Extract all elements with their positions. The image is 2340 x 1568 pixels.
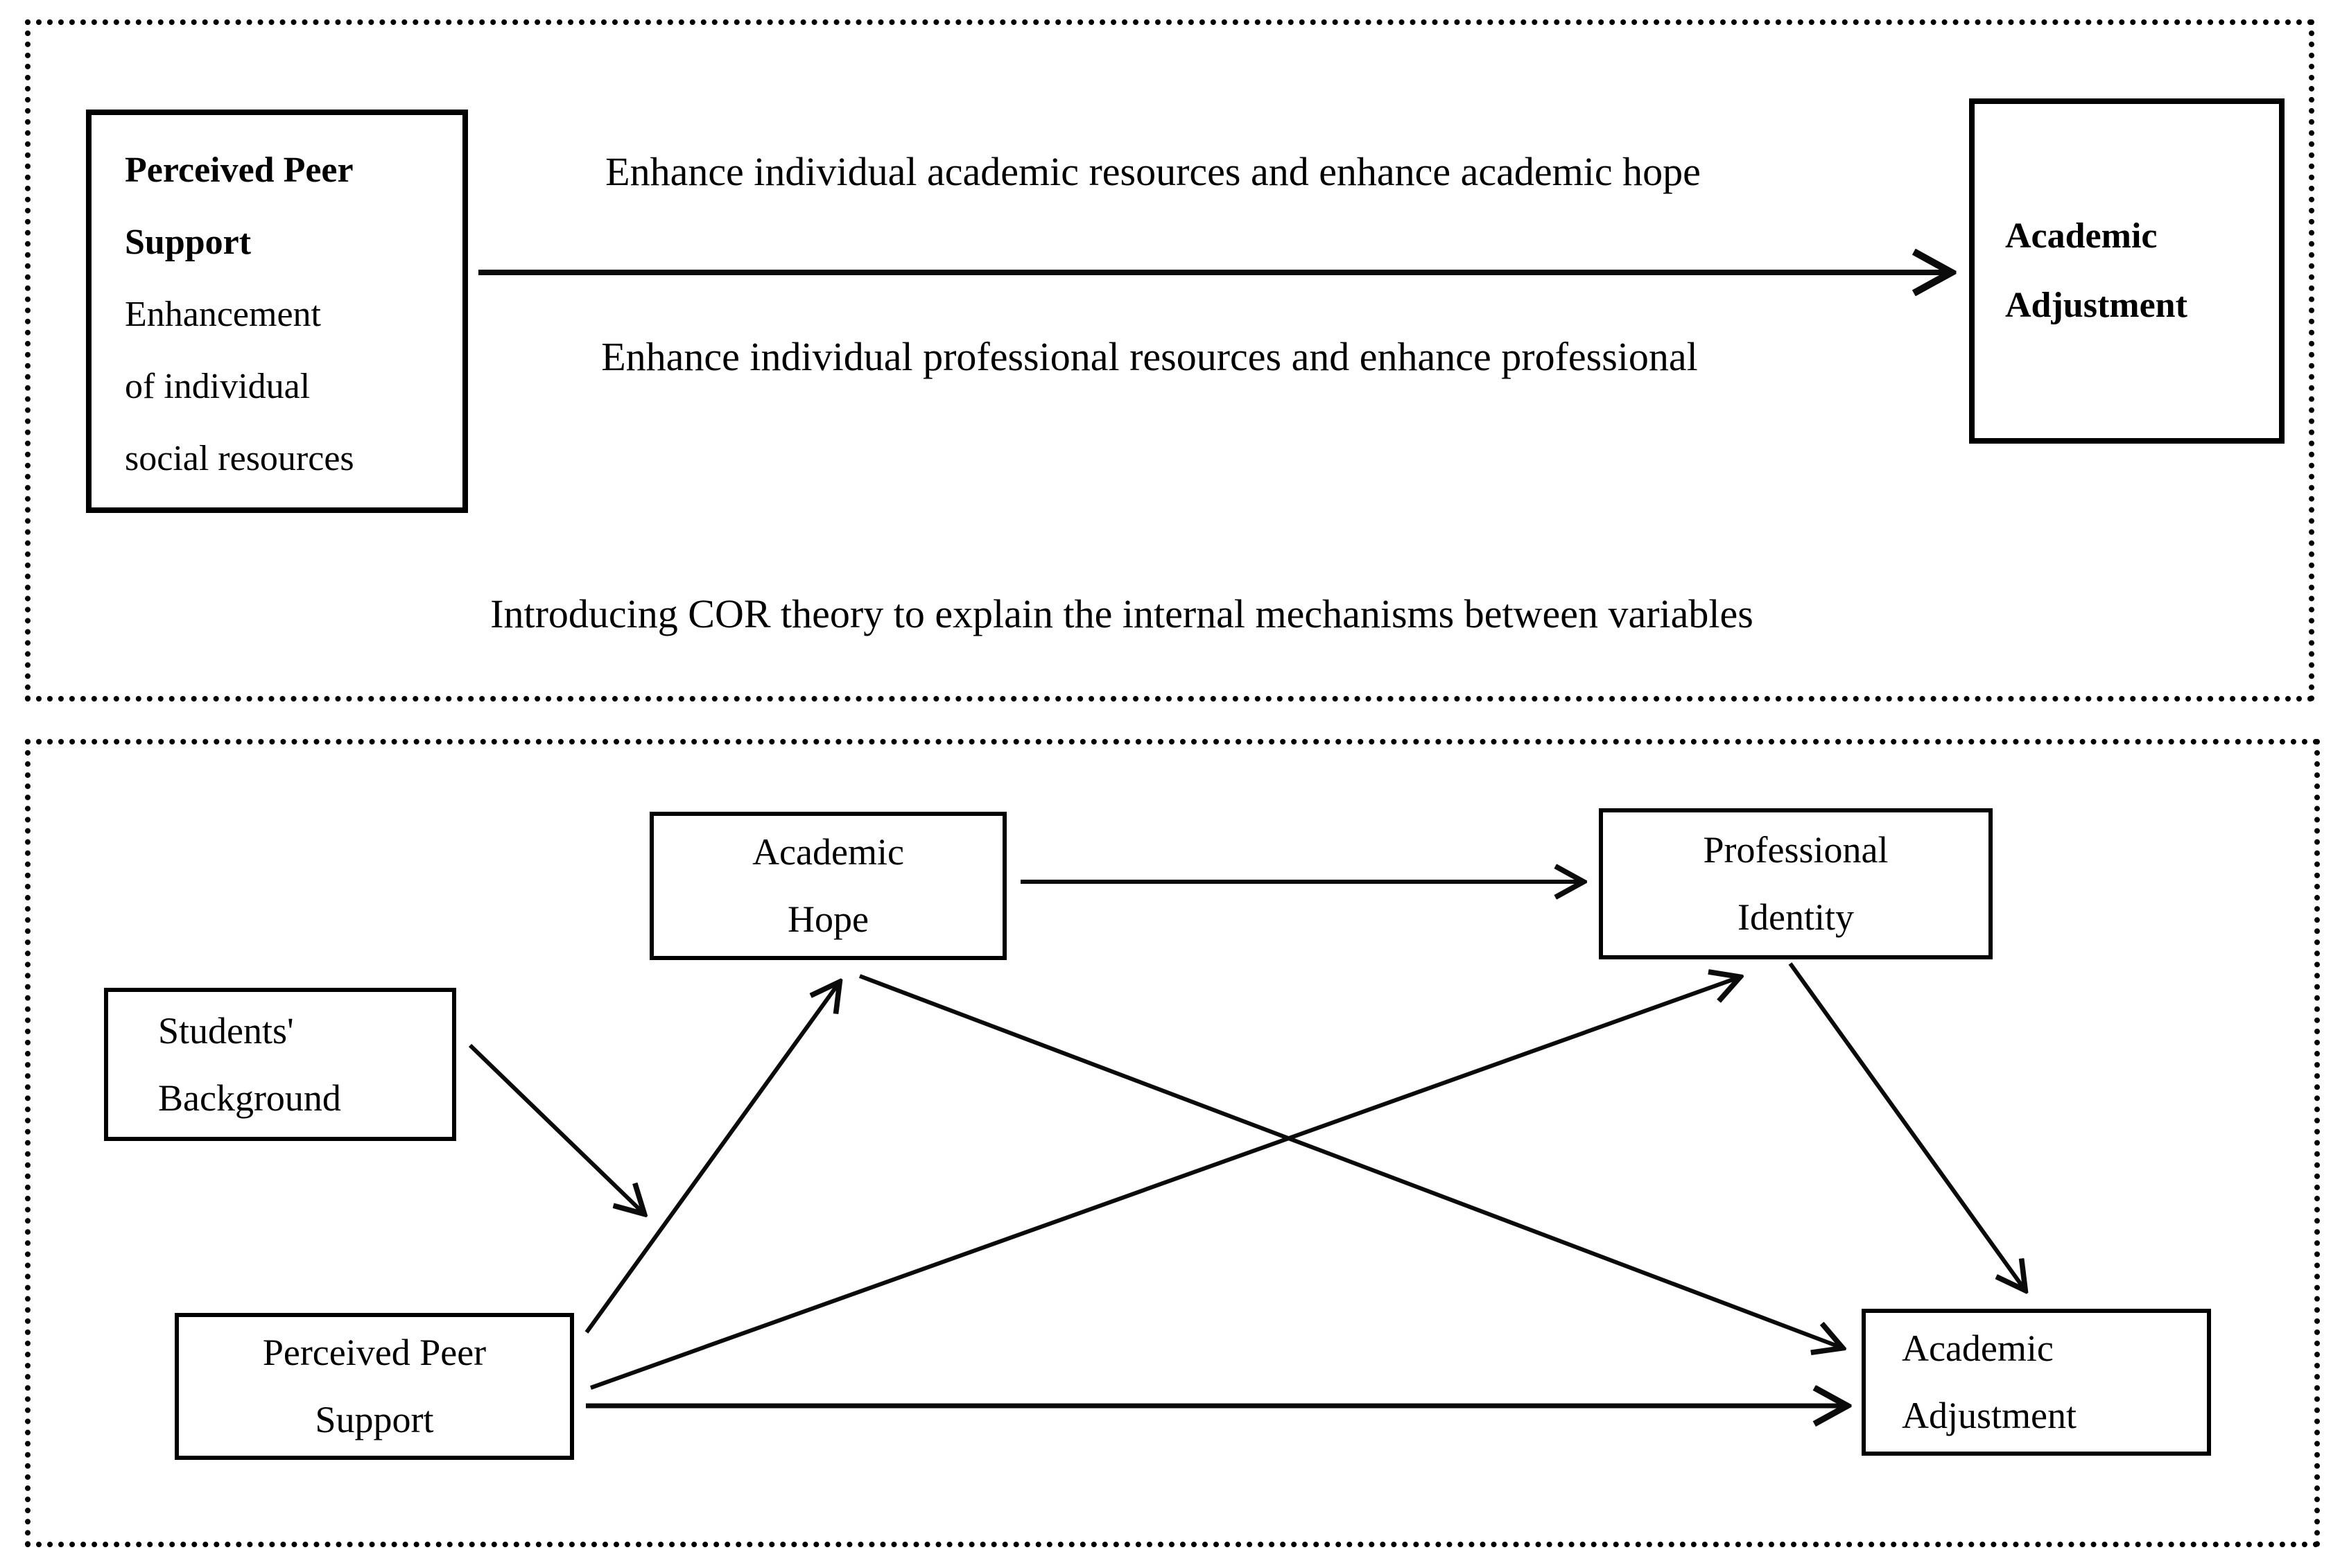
arrow-professional-identity-to-academic-adjustment [1788, 962, 2025, 1289]
node-students-background: Students' Background [104, 988, 456, 1141]
node-label-line: Students' [158, 1009, 294, 1052]
arrow-peer-support-to-professional-identity [589, 977, 1739, 1390]
node-label-line: Adjustment [1902, 1395, 2077, 1436]
node-label-line: Perceived Peer [262, 1332, 487, 1373]
top-dotted-panel [25, 19, 2314, 702]
node-label-line: Academic [1902, 1327, 2054, 1369]
node-label-line: Identity [1737, 896, 1854, 938]
node-subtitle-line: of individual [125, 367, 311, 406]
node-title-line: Academic [2005, 216, 2158, 256]
node-label-line: Background [158, 1077, 341, 1119]
arrow-peer-support-to-academic-hope [584, 983, 839, 1334]
node-perceived-peer-support-theory: Perceived Peer Support Enhancement of in… [86, 110, 468, 513]
bottom-dotted-panel [25, 739, 2320, 1547]
node-label-line: Academic [752, 831, 904, 873]
arrow-academic-hope-to-academic-adjustment [858, 974, 1841, 1348]
node-subtitle-line: social resources [125, 439, 354, 478]
node-academic-hope: Academic Hope [650, 812, 1007, 960]
node-title-line: Adjustment [2005, 286, 2187, 325]
mechanism-label-professional: Enhance individual professional resource… [601, 334, 1698, 379]
node-academic-adjustment: Academic Adjustment [1862, 1309, 2211, 1456]
node-title-line: Perceived Peer [125, 150, 354, 190]
node-subtitle-line: Enhancement [125, 295, 321, 334]
node-label-line: Hope [788, 898, 869, 940]
node-label-line: Professional [1703, 829, 1889, 871]
node-perceived-peer-support: Perceived Peer Support [175, 1313, 574, 1460]
node-label-line: Support [315, 1399, 434, 1440]
node-professional-identity: Professional Identity [1599, 808, 1993, 959]
cor-theory-caption: Introducing COR theory to explain the in… [490, 591, 1753, 636]
node-academic-adjustment-theory: Academic Adjustment [1969, 98, 2285, 444]
node-title-line: Support [125, 223, 252, 262]
arrow-students-background-moderation [468, 1043, 643, 1213]
mechanism-label-academic: Enhance individual academic resources an… [605, 149, 1701, 194]
